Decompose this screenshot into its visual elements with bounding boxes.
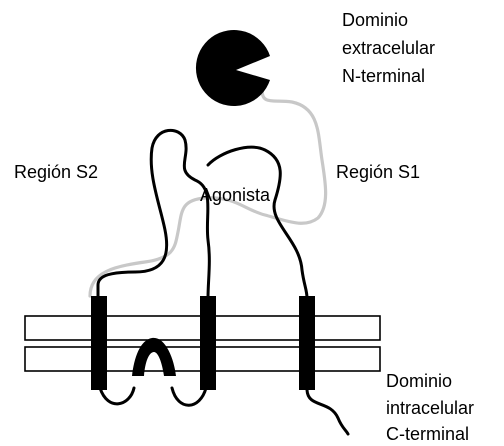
label-intracellular-line3: C-terminal (386, 424, 469, 444)
c-terminal-tail (307, 390, 348, 434)
label-intracellular-line2: intracelular (386, 398, 474, 418)
label-extracellular-line1: Dominio (342, 10, 408, 30)
label-agonist: Agonista (200, 185, 271, 205)
intracellular-loop-2 (172, 388, 206, 405)
label-extracellular-line3: N-terminal (342, 66, 425, 86)
label-region-s2: Región S2 (14, 162, 98, 182)
label-extracellular-line2: extracelular (342, 38, 435, 58)
transmembrane-helix-2 (200, 296, 216, 390)
n-terminal-domain-icon (196, 30, 270, 106)
receptor-chain-s2-loop (98, 130, 209, 298)
label-region-s1: Región S1 (336, 162, 420, 182)
label-intracellular-line1: Dominio (386, 371, 452, 391)
transmembrane-helix-1 (91, 296, 107, 390)
transmembrane-helix-3 (299, 296, 315, 390)
intracellular-loop-1 (100, 388, 134, 404)
